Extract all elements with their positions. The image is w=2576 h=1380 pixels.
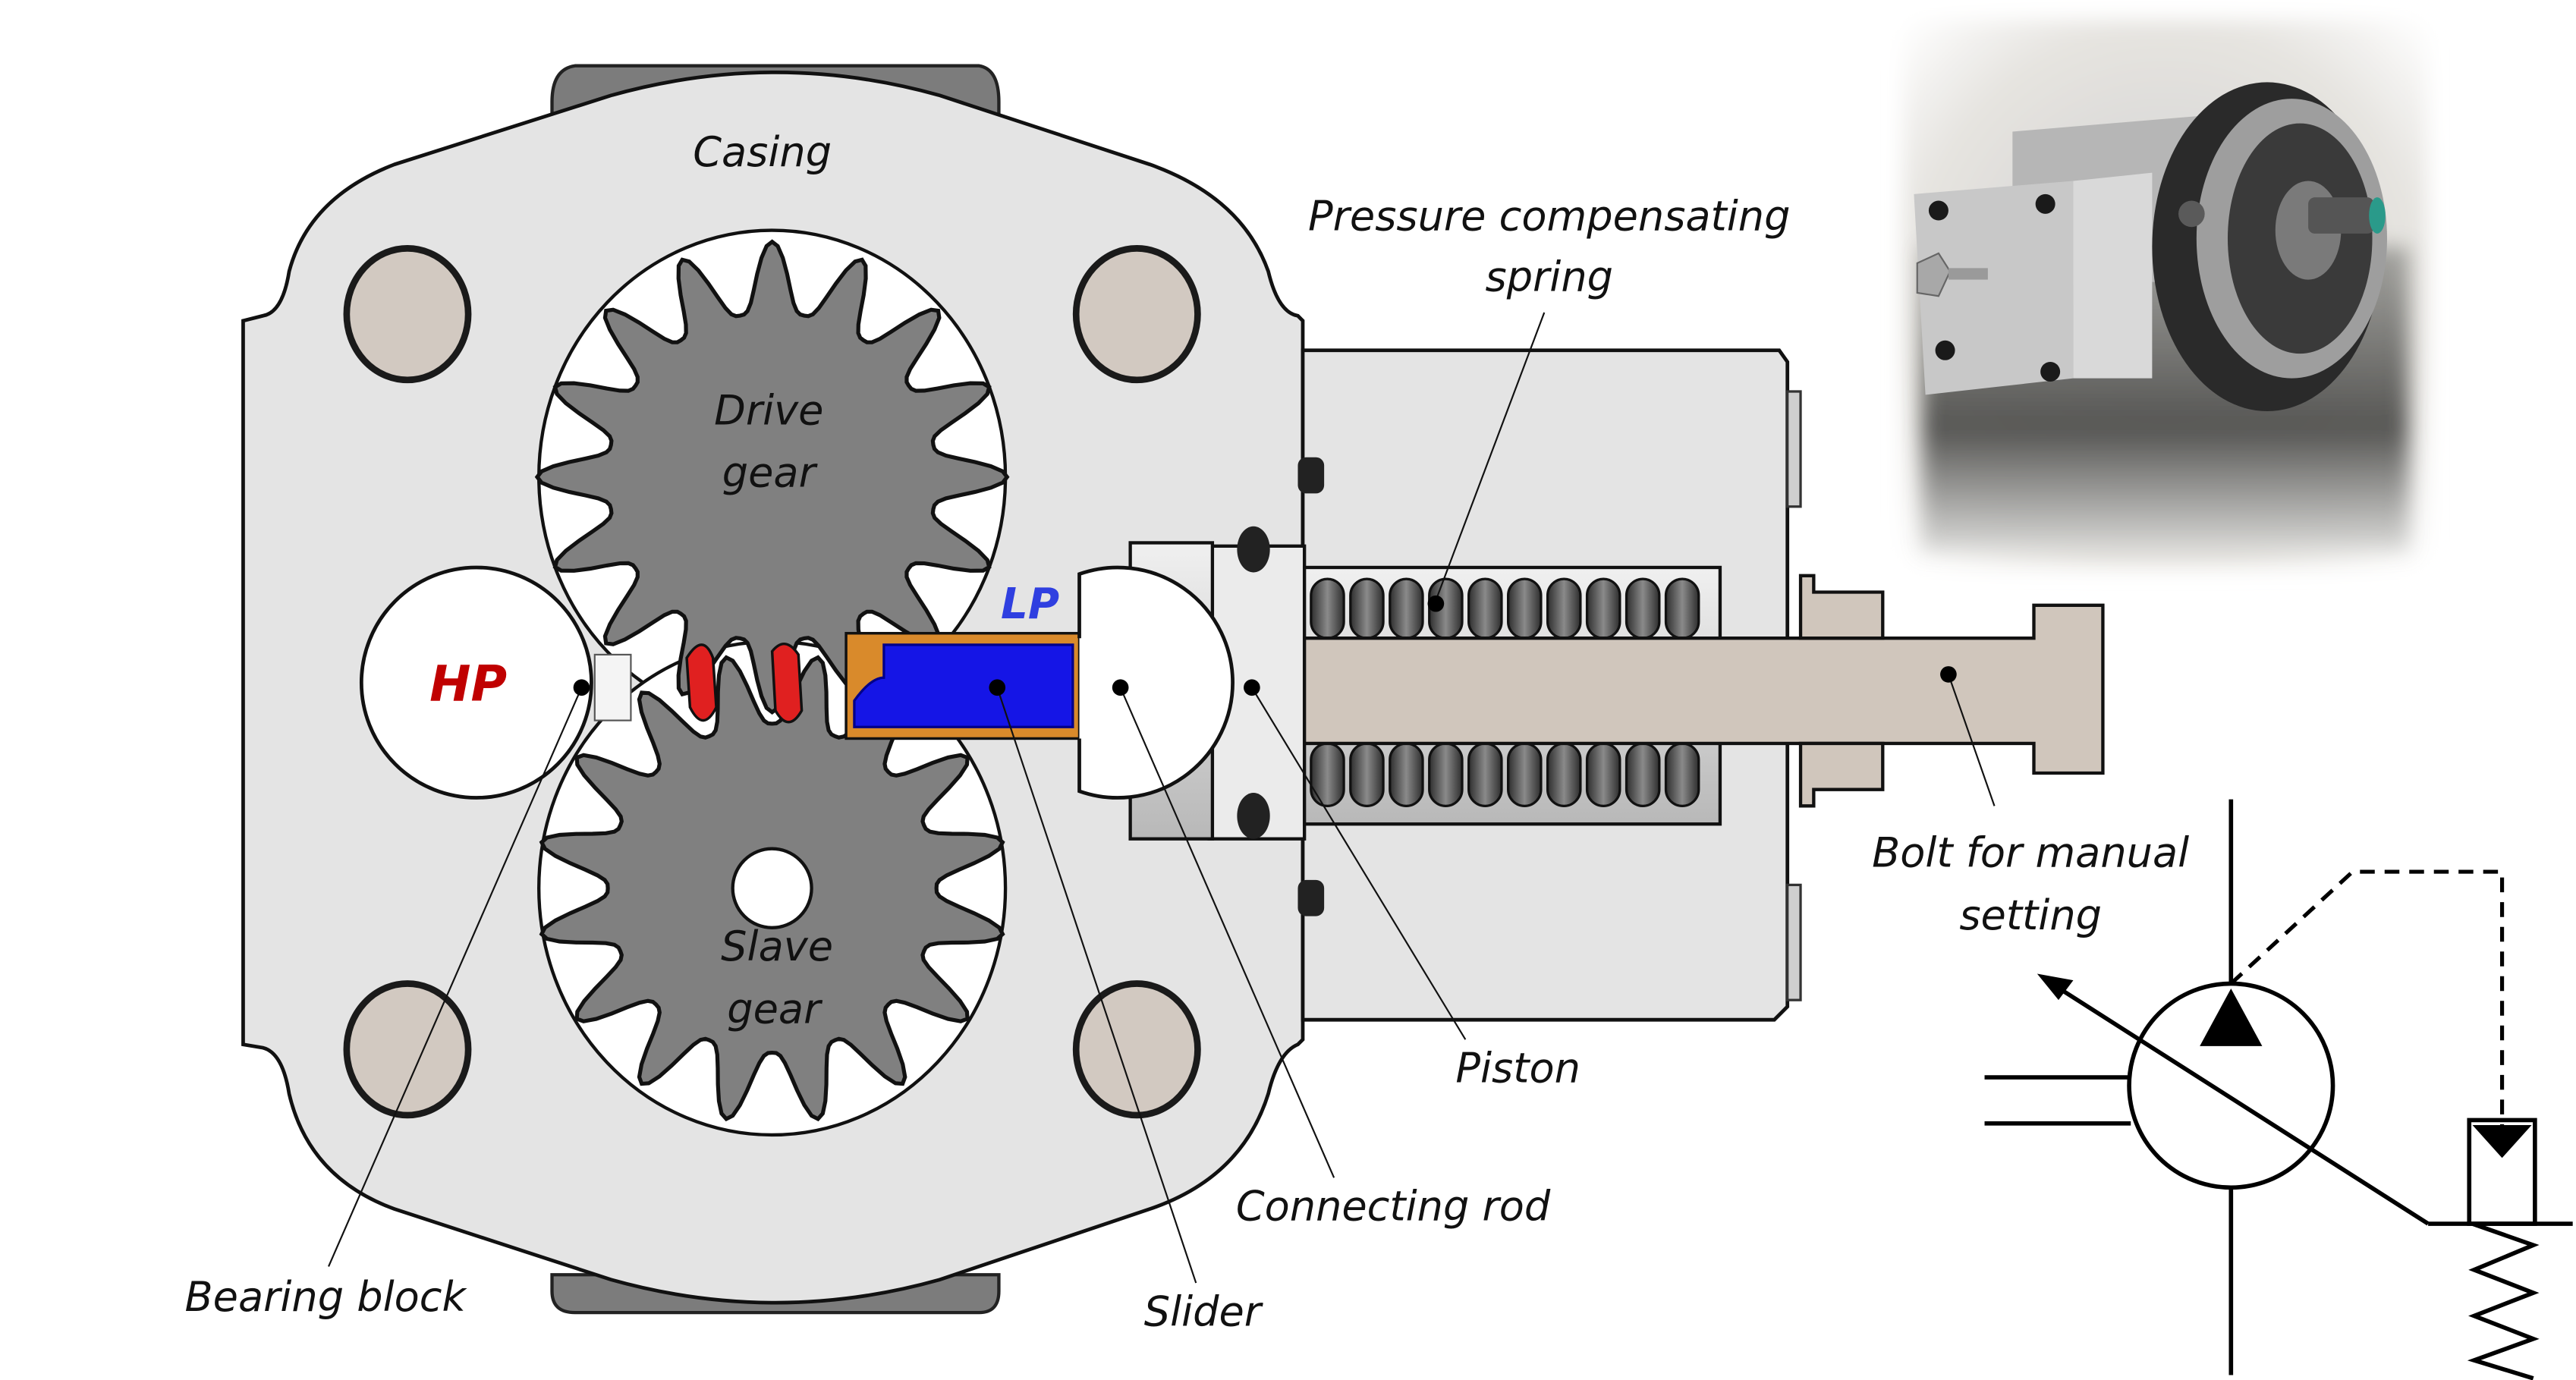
oring-notch-bottom: [1297, 879, 1325, 916]
connecting-rod-label: Connecting rod: [1236, 1183, 1551, 1231]
symbol-flow-triangle-icon: [2200, 989, 2263, 1046]
spring-coil: [1349, 577, 1385, 640]
drive-gear: [534, 239, 1010, 715]
drive-gear-label-line2: gear: [722, 449, 819, 497]
spring-coil: [1664, 742, 1700, 807]
slider-label: Slider: [1144, 1287, 1264, 1335]
oring-notch-top: [1297, 457, 1325, 494]
symbol-arrow-head-icon: [2037, 973, 2074, 1001]
lp-port: [1077, 565, 1235, 800]
bolt-hole-bottom-left: [343, 980, 472, 1119]
bearing-block-leader-dot: [573, 679, 590, 696]
housing-edge-top: [1786, 390, 1802, 508]
spring-leader-dot: [1427, 595, 1445, 612]
slider-leader: [996, 687, 1197, 1284]
housing-edge-bottom: [1786, 883, 1802, 1001]
symbol-variable-arrow: [2055, 985, 2430, 1226]
spring-coil: [1310, 577, 1345, 640]
slave-gear-label-line2: gear: [727, 985, 823, 1033]
bolt-leader-dot: [1940, 666, 1957, 683]
slider: [853, 643, 1074, 728]
casing-label: Casing: [693, 128, 832, 176]
spring-leader: [1435, 312, 1546, 601]
drive-gear-label-line1: Drive: [714, 386, 823, 434]
spring-label-line1: Pressure compensating: [1308, 192, 1790, 240]
piston-leader-dot: [1244, 679, 1260, 696]
spring-coil: [1664, 577, 1700, 640]
spring-coil: [1467, 577, 1503, 640]
spring-coil: [1585, 577, 1621, 640]
spring-coil: [1389, 577, 1424, 640]
hp-trapped-volume-2: [770, 643, 804, 724]
adjustment-bolt: [1302, 603, 2105, 775]
spring-label-line2: spring: [1486, 253, 1613, 301]
connecting-rod-leader: [1119, 687, 1335, 1178]
hp-label: HP: [429, 656, 507, 713]
hp-trapped-volume: [685, 643, 718, 722]
hydraulic-symbol: [1984, 799, 2573, 1380]
bolt-leader: [1947, 674, 1996, 806]
bolt-hole-top-left: [343, 245, 472, 384]
spring-coil: [1546, 742, 1582, 807]
spring-coil: [1349, 742, 1385, 807]
symbol-compensator-triangle-icon: [2472, 1124, 2532, 1158]
spring-coil: [1507, 742, 1543, 807]
symbol-compensator-box: [2467, 1118, 2537, 1226]
piston-leader: [1250, 687, 1467, 1040]
slave-gear-shaft-hole: [731, 847, 813, 929]
symbol-pilot-line: [2229, 869, 2505, 1125]
piston-oring-bottom: [1237, 793, 1270, 839]
piston-label: Piston: [1455, 1045, 1581, 1092]
bolt-hole-bottom-right: [1072, 980, 1201, 1119]
spring-coil: [1310, 742, 1345, 807]
lp-label: LP: [1001, 580, 1059, 629]
lock-nut: [1798, 574, 1885, 808]
bearing-block-label: Bearing block: [185, 1273, 468, 1321]
spring-coil: [1467, 742, 1503, 807]
hp-port: [359, 565, 593, 800]
spring-coil: [1625, 742, 1661, 807]
spring-coil: [1507, 577, 1543, 640]
spring-coil: [1625, 577, 1661, 640]
bolt-label-line1: Bolt for manual: [1872, 829, 2189, 877]
symbol-spring-icon: [2467, 1221, 2540, 1380]
piston-oring-top: [1237, 526, 1270, 573]
slider-leader-dot: [989, 679, 1006, 696]
bolt-label-line2: setting: [1959, 891, 2102, 939]
bearing-block-leader: [328, 687, 583, 1267]
spring-coils-bottom: [1310, 742, 1700, 807]
slave-gear-label-line1: Slave: [721, 923, 833, 970]
pump-photo: [1902, 20, 2429, 567]
bolt-hole-top-right: [1072, 245, 1201, 384]
spring-coil: [1389, 742, 1424, 807]
bearing-block: [593, 653, 632, 721]
spring-coil: [1428, 742, 1464, 807]
connecting-rod-leader-dot: [1112, 679, 1129, 696]
spring-coil: [1546, 577, 1582, 640]
spring-coil: [1585, 742, 1621, 807]
